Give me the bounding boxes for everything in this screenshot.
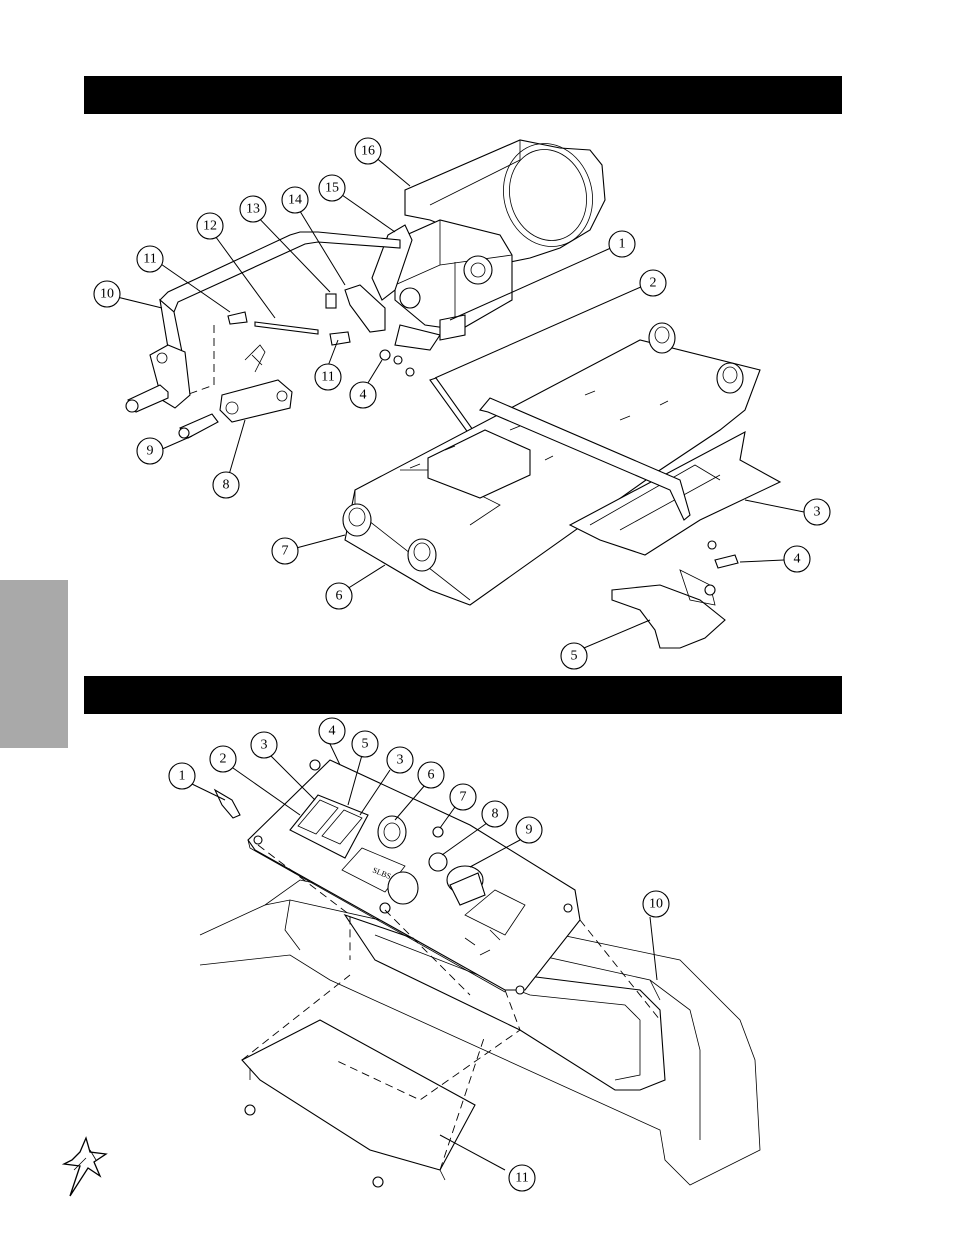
diagram-2-dashed-lines: [241, 844, 661, 1171]
svg-text:4: 4: [360, 388, 367, 403]
callout-2-4: 4: [318, 717, 346, 745]
svg-text:11: 11: [515, 1171, 528, 1186]
svg-text:7: 7: [460, 790, 467, 805]
callout-1-14: 14: [281, 186, 309, 214]
callout-2-3a: 3: [250, 731, 278, 759]
svg-text:3: 3: [261, 738, 268, 753]
svg-text:9: 9: [526, 823, 533, 838]
svg-text:5: 5: [571, 649, 578, 664]
callout-2-5: 5: [351, 730, 379, 758]
callout-1-15: 15: [318, 174, 346, 202]
callout-2-8: 8: [481, 800, 509, 828]
callout-2-3b: 3: [386, 746, 414, 774]
callout-2-6: 6: [417, 761, 445, 789]
callout-2-1: 1: [168, 762, 196, 790]
svg-text:8: 8: [223, 478, 230, 493]
callout-1-12: 12: [196, 212, 224, 240]
svg-text:1: 1: [179, 769, 186, 784]
section-header-bar-1: [84, 76, 842, 114]
callout-1-16: 16: [354, 137, 382, 165]
svg-text:1: 1: [619, 237, 626, 252]
callout-2-11: 11: [508, 1164, 536, 1192]
callout-1-6: 6: [325, 582, 353, 610]
svg-text:11: 11: [321, 370, 334, 385]
side-tab: [0, 580, 68, 748]
svg-text:2: 2: [220, 752, 227, 767]
diagram-2-leaders: [191, 743, 658, 1171]
svg-text:11: 11: [143, 252, 156, 267]
svg-text:12: 12: [203, 219, 217, 234]
callout-1-3: 3: [803, 498, 831, 526]
diagram-2-parts: SLBS: [199, 759, 761, 1188]
svg-text:4: 4: [329, 724, 336, 739]
svg-text:16: 16: [361, 144, 375, 159]
svg-text:5: 5: [362, 737, 369, 752]
callout-2-7: 7: [449, 783, 477, 811]
callout-1-1: 1: [608, 230, 636, 258]
section-header-bar-2: [84, 676, 842, 714]
svg-text:9: 9: [147, 444, 154, 459]
svg-text:15: 15: [325, 181, 339, 196]
svg-text:10: 10: [100, 287, 114, 302]
svg-text:8: 8: [492, 807, 499, 822]
callout-1-13: 13: [239, 195, 267, 223]
svg-text:14: 14: [288, 193, 302, 208]
callout-1-10: 10: [93, 280, 121, 308]
callout-1-2: 2: [639, 269, 667, 297]
callout-1-9: 9: [136, 437, 164, 465]
svg-text:2: 2: [650, 276, 657, 291]
diagram-1-leaders: [112, 150, 805, 657]
svg-text:6: 6: [336, 589, 343, 604]
svg-text:3: 3: [397, 753, 404, 768]
roller-icon: [342, 322, 744, 572]
svg-text:7: 7: [282, 544, 289, 559]
diagram-1-callouts: 16 15 14 13 12 11 10 11 4 9 8 1 2 3 4 7 …: [93, 137, 831, 670]
svg-text:13: 13: [246, 202, 260, 217]
svg-text:6: 6: [428, 768, 435, 783]
callout-1-11a: 11: [136, 245, 164, 273]
callout-1-11b: 11: [314, 363, 342, 391]
svg-text:4: 4: [794, 552, 801, 567]
svg-text:10: 10: [649, 897, 663, 912]
callout-1-4b: 4: [783, 545, 811, 573]
callout-1-8: 8: [212, 471, 240, 499]
star-logo-icon: [61, 1136, 108, 1197]
callout-2-10: 10: [642, 890, 670, 918]
callout-1-4a: 4: [349, 381, 377, 409]
callout-2-2: 2: [209, 745, 237, 773]
diagram-1-parts: [125, 139, 782, 649]
diagram-2-callouts: 1 2 3 4 5 3 6 7 8 9 10 11: [168, 717, 670, 1192]
svg-text:3: 3: [814, 505, 821, 520]
callout-1-7: 7: [271, 537, 299, 565]
callout-2-9: 9: [515, 816, 543, 844]
callout-1-5: 5: [560, 642, 588, 670]
